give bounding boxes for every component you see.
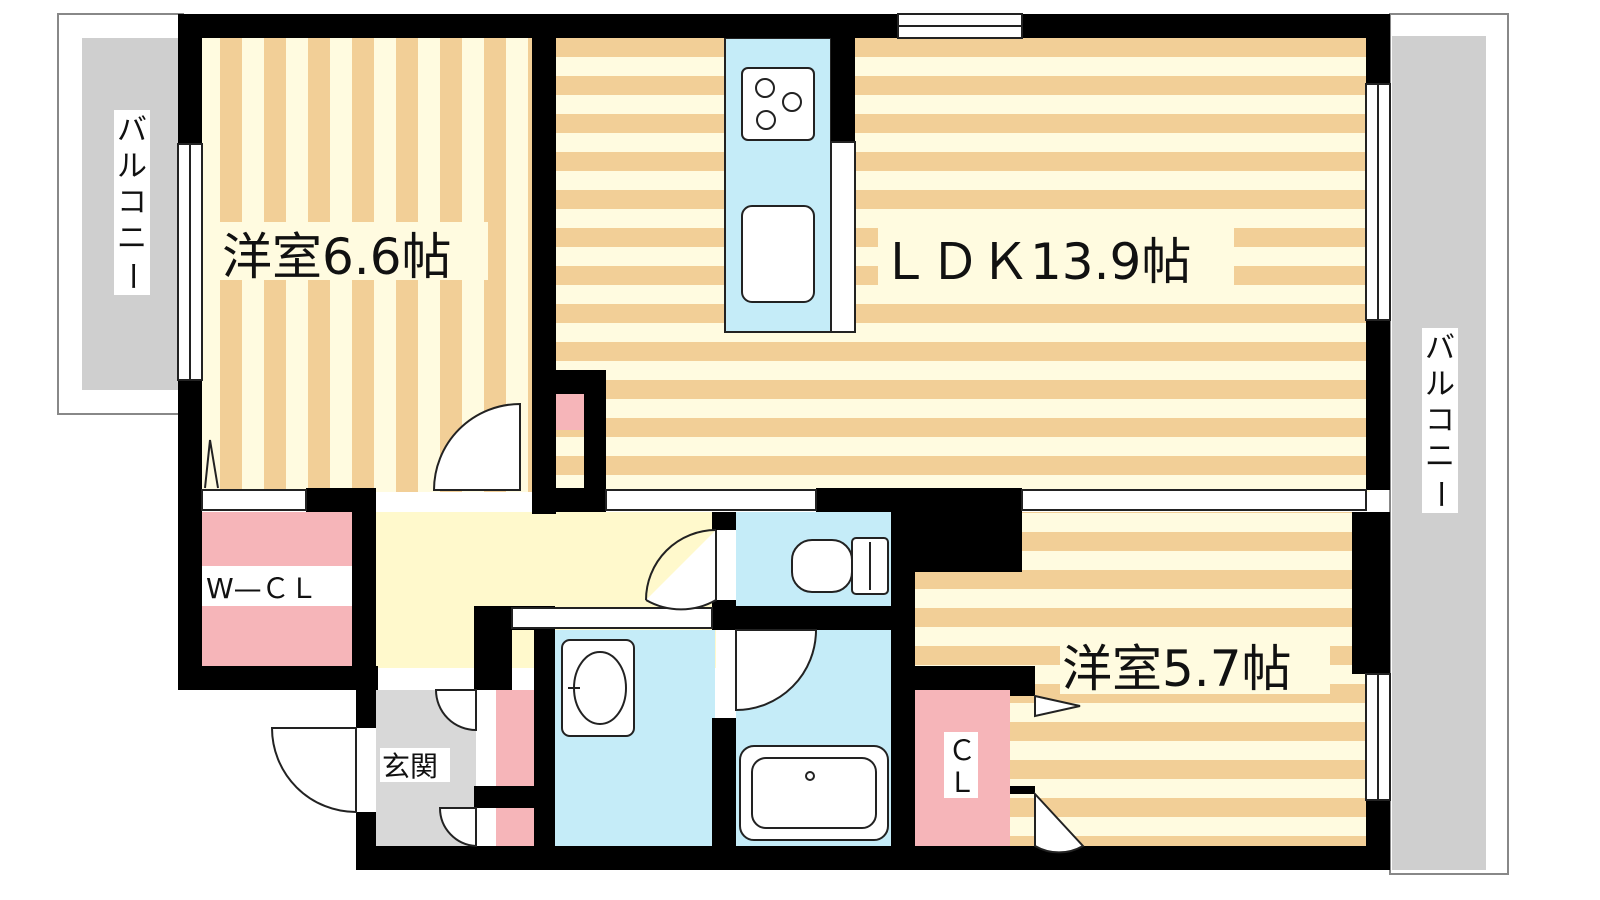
svg-text:ニ: ニ bbox=[117, 221, 147, 256]
balcony-right-label: バ ル コ ニ ー bbox=[1422, 331, 1457, 509]
closet-label-l: Ｌ bbox=[948, 766, 976, 799]
shoe-storage-top bbox=[496, 690, 534, 786]
doors bbox=[204, 402, 1085, 854]
kitchen-sink-icon bbox=[741, 205, 815, 303]
closet-label-c: Ｃ bbox=[948, 734, 976, 767]
washbasin-icon bbox=[561, 639, 635, 737]
svg-text:ル: ル bbox=[1425, 367, 1455, 402]
balcony-left bbox=[57, 13, 184, 415]
western-room-1-label: 洋室6.6帖 bbox=[222, 228, 452, 286]
svg-text:コ: コ bbox=[1425, 403, 1455, 438]
balcony-left-label: バ ル コ ニ ー bbox=[114, 113, 149, 291]
entrance-label: 玄関 bbox=[382, 750, 438, 783]
toilet-icon bbox=[791, 537, 889, 595]
svg-text:ニ: ニ bbox=[1425, 439, 1455, 474]
ldk-label: ＬＤＫ13.9帖 bbox=[880, 233, 1191, 291]
windows bbox=[177, 13, 1391, 801]
shoe-storage-bottom bbox=[496, 808, 534, 848]
svg-text:ー: ー bbox=[1422, 479, 1457, 509]
svg-text:ル: ル bbox=[117, 149, 147, 184]
svg-text:ー: ー bbox=[114, 261, 149, 291]
walls bbox=[178, 14, 1390, 870]
walk-in-closet-label: W—ＣＬ bbox=[206, 572, 318, 605]
svg-text:コ: コ bbox=[117, 185, 147, 220]
bathtub-icon bbox=[739, 745, 889, 841]
svg-text:バ: バ bbox=[1425, 331, 1455, 366]
balcony-right bbox=[1389, 13, 1509, 875]
stove-icon bbox=[741, 67, 815, 141]
western-room-2-label: 洋室5.7帖 bbox=[1062, 640, 1292, 698]
svg-text:バ: バ bbox=[117, 113, 147, 148]
